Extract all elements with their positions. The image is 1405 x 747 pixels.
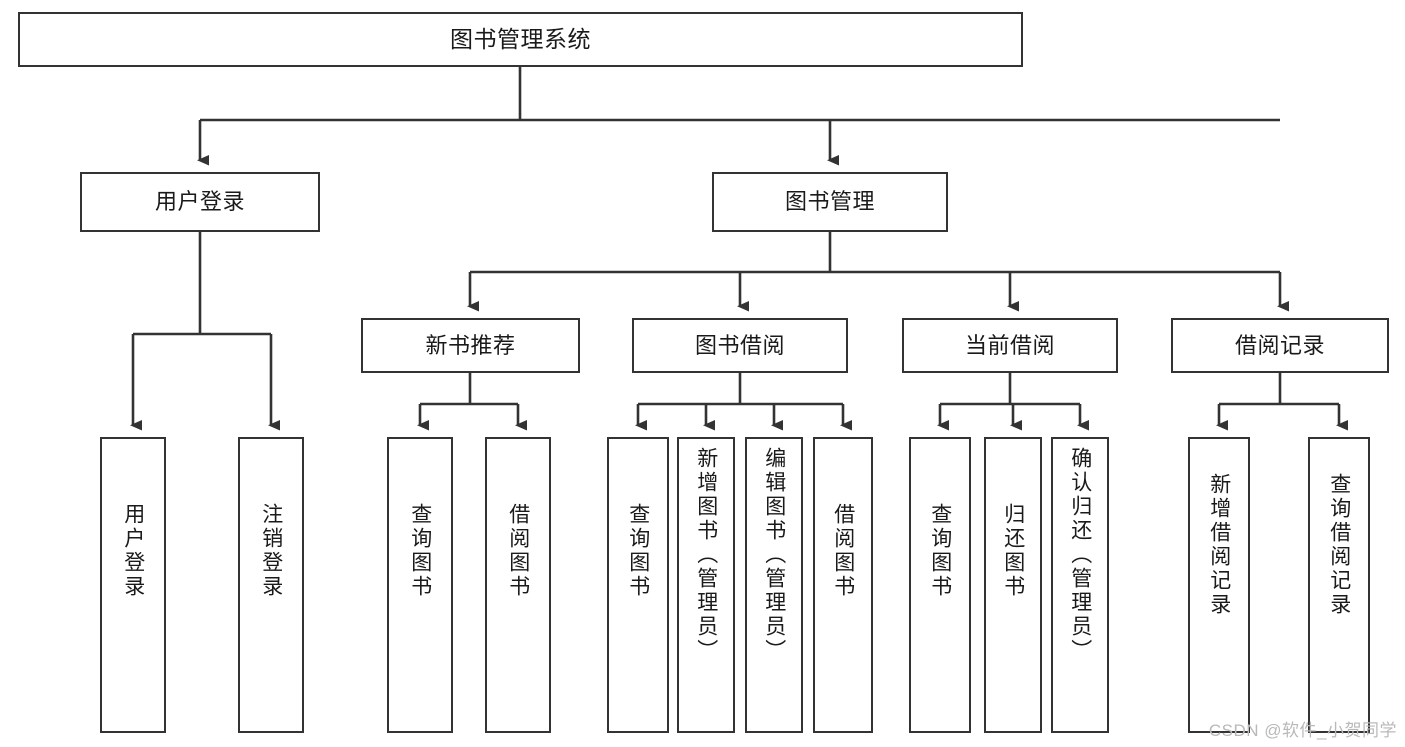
node-new-book-rec[interactable]: 新书推荐 (361, 318, 580, 373)
node-current-borrow[interactable]: 当前借阅 (902, 318, 1118, 373)
node-leaf-borrow-add-book[interactable]: 新增图书（管理员） (677, 437, 735, 733)
node-user-login[interactable]: 用户登录 (80, 172, 320, 232)
node-leaf-cur-return-book[interactable]: 归还图书 (984, 437, 1042, 733)
node-user-login-label: 用户登录 (154, 189, 245, 215)
node-leaf-cur-query-book[interactable]: 查询图书 (909, 437, 971, 733)
node-leaf-user-login[interactable]: 用户登录 (100, 437, 166, 733)
node-leaf-rec-add[interactable]: 新增借阅记录 (1188, 437, 1250, 733)
node-book-borrow-label: 图书借阅 (694, 332, 785, 358)
node-leaf-cur-confirm-return-label: 确认归还（管理员） (1068, 447, 1092, 663)
node-leaf-user-logout[interactable]: 注销登录 (238, 437, 304, 733)
node-leaf-borrow-lend-book-label: 借阅图书 (831, 503, 855, 599)
node-leaf-rec-query-book[interactable]: 查询图书 (387, 437, 453, 733)
node-leaf-rec-add-label: 新增借阅记录 (1207, 473, 1231, 617)
node-leaf-rec-query-label: 查询借阅记录 (1327, 473, 1351, 617)
node-borrow-record[interactable]: 借阅记录 (1171, 318, 1389, 373)
node-leaf-borrow-edit-book-label: 编辑图书（管理员） (762, 447, 786, 663)
node-leaf-borrow-edit-book[interactable]: 编辑图书（管理员） (745, 437, 803, 733)
node-leaf-cur-query-book-label: 查询图书 (928, 503, 952, 599)
node-leaf-user-logout-label: 注销登录 (259, 503, 283, 599)
node-borrow-record-label: 借阅记录 (1234, 332, 1325, 358)
node-leaf-cur-confirm-return[interactable]: 确认归还（管理员） (1051, 437, 1109, 733)
node-root-system[interactable]: 图书管理系统 (18, 12, 1023, 67)
node-leaf-rec-query[interactable]: 查询借阅记录 (1308, 437, 1370, 733)
node-leaf-rec-borrow-book-label: 借阅图书 (506, 503, 530, 599)
node-leaf-borrow-query-book[interactable]: 查询图书 (607, 437, 669, 733)
node-leaf-rec-borrow-book[interactable]: 借阅图书 (485, 437, 551, 733)
node-leaf-user-login-label: 用户登录 (121, 503, 145, 599)
node-current-borrow-label: 当前借阅 (964, 332, 1055, 358)
node-leaf-cur-return-book-label: 归还图书 (1001, 503, 1025, 599)
node-book-manage[interactable]: 图书管理 (712, 172, 948, 232)
node-leaf-rec-query-book-label: 查询图书 (408, 503, 432, 599)
node-root-label: 图书管理系统 (450, 25, 591, 52)
node-book-manage-label: 图书管理 (784, 189, 875, 215)
node-leaf-borrow-query-book-label: 查询图书 (626, 503, 650, 599)
node-leaf-borrow-add-book-label: 新增图书（管理员） (694, 447, 718, 663)
node-book-borrow[interactable]: 图书借阅 (632, 318, 848, 373)
node-new-book-rec-label: 新书推荐 (425, 332, 516, 358)
node-leaf-borrow-lend-book[interactable]: 借阅图书 (813, 437, 873, 733)
